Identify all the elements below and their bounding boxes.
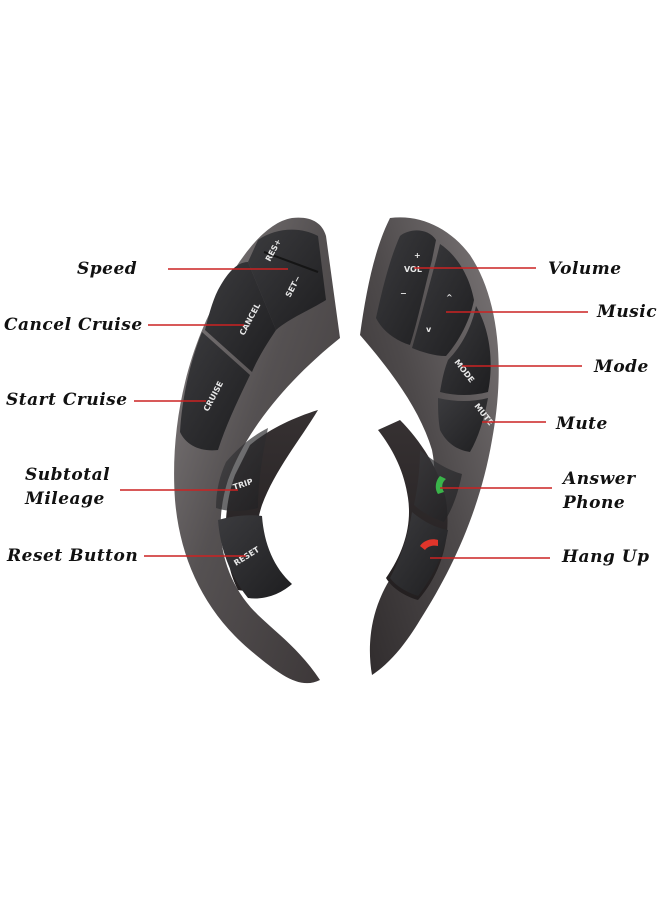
reset-button-callout: Reset Button <box>7 546 139 566</box>
hang-up-icon <box>420 539 438 550</box>
answer-phone-icon <box>435 476 446 494</box>
reset-button[interactable]: RESET <box>218 515 292 599</box>
hang-up-callout: Hang Up <box>562 547 650 567</box>
res-set-button[interactable]: RES+ SET− <box>248 229 326 330</box>
vol-label: VOL <box>404 265 422 274</box>
hang-up-button[interactable] <box>390 512 448 596</box>
answer-phone-callout: Answer Phone <box>563 467 636 515</box>
music-button[interactable]: ^ v <box>412 244 474 356</box>
music-down-glyph: v <box>426 325 432 334</box>
answer-line: Answer <box>563 469 636 489</box>
vol-plus-label: + <box>414 251 421 260</box>
cancel-button[interactable]: CANCEL <box>205 262 276 372</box>
mode-callout: Mode <box>594 357 649 377</box>
music-callout: Music <box>597 302 658 322</box>
mileage-line: Mileage <box>25 489 105 509</box>
start-cruise-callout: Start Cruise <box>6 390 128 410</box>
mode-button[interactable]: MODE <box>440 306 491 395</box>
subtotal-line: Subtotal <box>25 465 111 485</box>
vol-minus-label: − <box>400 289 407 298</box>
volume-callout: Volume <box>548 259 622 279</box>
left-control-panel: RES+ SET− CANCEL CRUISE TRIP RESET <box>174 217 340 684</box>
speed-callout: Speed <box>77 259 138 279</box>
cruise-button[interactable]: CRUISE <box>180 332 250 451</box>
cancel-cruise-callout: Cancel Cruise <box>4 315 143 335</box>
right-control-panel: + VOL − ^ v MODE MUTE <box>360 217 499 676</box>
mute-callout: Mute <box>556 414 608 434</box>
music-up-glyph: ^ <box>446 293 453 302</box>
volume-button[interactable]: + VOL − <box>376 230 436 345</box>
answer-phone-button[interactable] <box>414 450 462 522</box>
leader-lines <box>120 267 588 559</box>
phone-line: Phone <box>563 493 626 513</box>
subtotal-mileage-callout: Subtotal Mileage <box>25 463 110 511</box>
